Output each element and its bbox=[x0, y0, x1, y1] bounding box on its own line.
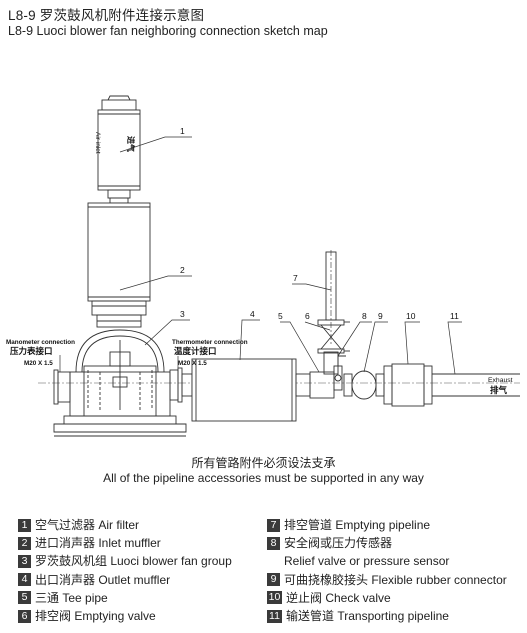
manometer-thread: M20 X 1.5 bbox=[24, 360, 53, 367]
legend-number: 11 bbox=[267, 609, 282, 623]
legend-item: 8 安全阀或压力传感器 bbox=[267, 534, 507, 552]
callout-9: 9 bbox=[378, 311, 383, 321]
air-inlet-label-en: Air inlet bbox=[94, 132, 101, 154]
legend-item: 5 三通 Tee pipe bbox=[18, 589, 232, 607]
legend-item: 11 输送管道 Transporting pipeline bbox=[267, 607, 507, 625]
legend-item: 1 空气过滤器 Air filter bbox=[18, 516, 232, 534]
legend-item: 4 出口消声器 Outlet muffler bbox=[18, 571, 232, 589]
legend-text: 排空阀 Emptying valve bbox=[35, 608, 156, 623]
legend-item-continuation: Relief valve or pressure sensor bbox=[267, 552, 507, 570]
legend-right: 7 排空管道 Emptying pipeline 8 安全阀或压力传感器 Relie… bbox=[267, 516, 507, 625]
legend-item: 3 罗茨鼓风机组 Luoci blower fan group bbox=[18, 552, 232, 570]
thermometer-label-cn: 温度计接口 bbox=[174, 346, 217, 356]
legend-item: 10 逆止阀 Check valve bbox=[267, 589, 507, 607]
support-note-en: All of the pipeline accessories must be … bbox=[103, 471, 424, 485]
legend-number: 8 bbox=[267, 536, 280, 550]
legend-number: 3 bbox=[18, 554, 31, 568]
callout-1: 1 bbox=[180, 126, 185, 136]
legend-text: 可曲挠橡胶接头 Flexible rubber connector bbox=[284, 572, 507, 587]
legend-left: 1 空气过滤器 Air filter 2 进口消声器 Inlet muffler 3… bbox=[18, 516, 232, 625]
callout-5: 5 bbox=[278, 311, 283, 321]
transporting-pipeline bbox=[432, 373, 520, 397]
legend-text: 空气过滤器 Air filter bbox=[35, 518, 140, 532]
exhaust-label-cn: 排气 bbox=[490, 385, 508, 395]
check-valve bbox=[383, 363, 433, 407]
diagram-title-en: L8-9 Luoci blower fan neighboring connec… bbox=[8, 24, 328, 38]
callout-3: 3 bbox=[180, 309, 185, 319]
legend-item: 6 排空阀 Emptying valve bbox=[18, 607, 232, 625]
outlet-muffler bbox=[181, 358, 311, 422]
legend-text: 逆止阀 Check valve bbox=[286, 590, 391, 605]
legend-item: 7 排空管道 Emptying pipeline bbox=[267, 516, 507, 534]
callout-7: 7 bbox=[293, 273, 298, 283]
legend-text: 进口消声器 Inlet muffler bbox=[35, 536, 161, 551]
callout-8: 8 bbox=[362, 311, 367, 321]
legend-text: 出口消声器 Outlet muffler bbox=[35, 572, 171, 587]
legend-text: 罗茨鼓风机组 Luoci blower fan group bbox=[35, 554, 232, 569]
blower-connection-drawing: 1 2 3 4 5 6 7 8 9 10 11 Air inlet 进气 Man… bbox=[6, 95, 520, 437]
legend-number: 10 bbox=[267, 591, 282, 605]
inlet-muffler bbox=[87, 197, 151, 328]
legend-number: 9 bbox=[267, 573, 280, 587]
emptying-valve bbox=[317, 319, 350, 354]
air-inlet-label-cn: 进气 bbox=[126, 136, 136, 152]
legend-text: 安全阀或压力传感器 bbox=[284, 536, 393, 551]
blower-fan-group bbox=[53, 329, 187, 437]
manometer-label-cn: 压力表接口 bbox=[10, 346, 53, 356]
legend-number: 1 bbox=[18, 518, 31, 532]
legend-number: 5 bbox=[18, 591, 31, 605]
legend-item: 2 进口消声器 Inlet muffler bbox=[18, 534, 232, 552]
legend-number: 4 bbox=[18, 573, 31, 587]
support-note-cn: 所有管路附件必须设法支承 bbox=[191, 456, 336, 470]
legend-text: 排空管道 Emptying pipeline bbox=[284, 518, 431, 532]
callout-2: 2 bbox=[180, 265, 185, 275]
legend-text: 输送管道 Transporting pipeline bbox=[286, 608, 449, 623]
legend-number: 6 bbox=[18, 609, 31, 623]
legend-number: 7 bbox=[267, 518, 280, 532]
exhaust-label-en: Exhaust bbox=[488, 377, 513, 384]
diagram-title-cn: L8-9 罗茨鼓风机附件连接示意图 bbox=[8, 8, 205, 23]
manometer-label-en: Manometer connection bbox=[6, 339, 75, 346]
callout-6: 6 bbox=[305, 311, 310, 321]
emptying-pipeline bbox=[325, 250, 337, 345]
callout-10: 10 bbox=[406, 311, 416, 321]
thermometer-thread: M20 X 1.5 bbox=[178, 360, 207, 367]
callout-leaders bbox=[59, 136, 462, 375]
thermometer-label-en: Thermometer connection bbox=[172, 339, 248, 346]
air-filter bbox=[97, 95, 141, 199]
legend-number: 2 bbox=[18, 536, 31, 550]
callout-4: 4 bbox=[250, 309, 255, 319]
legend-text: Relief valve or pressure sensor bbox=[284, 554, 450, 569]
flexible-rubber-connector bbox=[343, 370, 385, 400]
legend-item: 9 可曲挠橡胶接头 Flexible rubber connector bbox=[267, 571, 507, 589]
legend-text: 三通 Tee pipe bbox=[35, 590, 108, 605]
callout-11: 11 bbox=[450, 311, 459, 321]
